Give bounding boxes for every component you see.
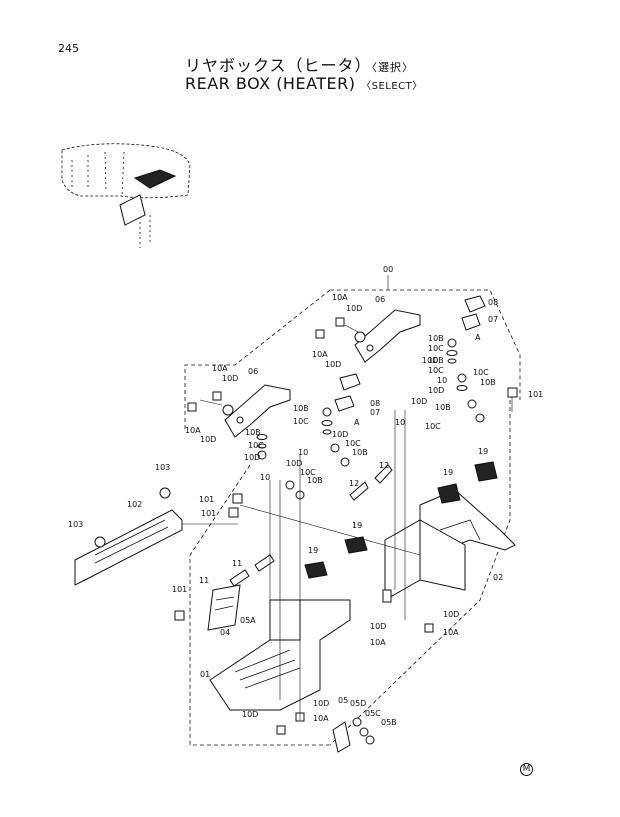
label-10C-5: 10C: [293, 417, 309, 426]
label-10B-6: 10B: [245, 428, 261, 437]
label-10A-4: 10A: [185, 426, 201, 435]
label-08-upper: 08: [488, 298, 498, 307]
fastener-stack-left: [256, 407, 350, 500]
connection-lines: [182, 410, 421, 720]
label-10B-4: 10B: [435, 403, 451, 412]
label-10C-3: 10C: [473, 368, 489, 377]
bracket-06-upper: [344, 309, 421, 363]
label-00: 00: [383, 265, 393, 274]
label-06-lower: 06: [248, 367, 258, 376]
label-12-a: 12: [379, 461, 389, 470]
label-10B-8: 10B: [307, 476, 323, 485]
label-101-d: 101: [172, 585, 187, 594]
title-en-text: REAR BOX (HEATER): [185, 74, 356, 93]
label-103-b: 103: [68, 520, 83, 529]
label-10D-5: 10D: [411, 397, 427, 406]
title-japanese: リヤボックス（ヒータ）〈選択〉: [185, 52, 414, 76]
label-A-lower: A: [354, 418, 360, 427]
hinge-05: [332, 717, 375, 753]
label-101-a: 101: [528, 390, 543, 399]
label-10D-6: 10D: [222, 374, 238, 383]
label-10D-14: 10D: [242, 710, 258, 719]
label-05D: 05D: [350, 699, 366, 708]
title-en-note: 〈SELECT〉: [361, 81, 423, 92]
label-10C-2: 10C: [428, 366, 444, 375]
bolt-101-group: [174, 387, 518, 621]
label-10B-5: 10B: [293, 404, 309, 413]
label-19-a: 19: [478, 447, 488, 456]
label-07-lower: 07: [370, 408, 380, 417]
clamp-08-lower: [334, 373, 361, 412]
title-jp-text: リヤボックス（ヒータ）: [185, 56, 372, 75]
title-jp-note: 〈選択〉: [371, 61, 415, 74]
panel-102: [74, 487, 183, 586]
label-10-d: 10: [260, 473, 270, 482]
label-10A-1: 10A: [332, 293, 348, 302]
label-103-a: 103: [155, 463, 170, 472]
label-07-upper: 07: [488, 315, 498, 324]
fastener-stack-right: [446, 338, 485, 423]
label-101-c: 101: [201, 509, 216, 518]
label-10C-4: 10C: [425, 422, 441, 431]
label-10A-7: 10A: [313, 714, 329, 723]
label-04: 04: [220, 628, 230, 637]
label-10D-7: 10D: [200, 435, 216, 444]
label-10A-3: 10A: [212, 364, 228, 373]
rear-box-02: [382, 489, 516, 603]
bracket-06-lower: [199, 384, 291, 438]
label-19-b: 19: [443, 468, 453, 477]
label-10C-8: 10C: [300, 468, 316, 477]
assembly-outline-00: [184, 275, 521, 746]
rear-box-01: [207, 584, 351, 711]
label-10-c: 10: [298, 448, 308, 457]
label-10B-1: 10B: [428, 334, 444, 343]
label-02: 02: [493, 573, 503, 582]
label-10B-3: 10B: [480, 378, 496, 387]
label-10D-12: 10D: [370, 622, 386, 631]
label-102: 102: [127, 500, 142, 509]
wire-clips: [229, 464, 393, 587]
label-101-b: 101: [199, 495, 214, 504]
label-10D-4: 10D: [428, 386, 444, 395]
label-10B-2: 10B: [428, 356, 444, 365]
label-11-a: 11: [232, 559, 242, 568]
clamp-08-upper: [461, 295, 486, 331]
label-10D-13: 10D: [313, 699, 329, 708]
label-05: 05: [338, 696, 348, 705]
label-10D-10: 10D: [286, 459, 302, 468]
machine-location-sketch: [61, 143, 191, 248]
label-05A: 05A: [240, 616, 256, 625]
label-A-upper: A: [475, 333, 481, 342]
label-10A-5: 10A: [443, 628, 459, 637]
label-10B-7: 10B: [352, 448, 368, 457]
label-10D-8: 10D: [244, 453, 260, 462]
label-11-b: 11: [199, 576, 209, 585]
label-12-b: 12: [349, 479, 359, 488]
label-19-d: 19: [308, 546, 318, 555]
page-number: 245: [58, 42, 79, 55]
label-10D-1: 10D: [346, 304, 362, 313]
label-10-a: 10: [437, 376, 447, 385]
label-10A-6: 10A: [370, 638, 386, 647]
label-10A-2: 10A: [312, 350, 328, 359]
circled-m-mark: M: [520, 763, 533, 776]
label-05B: 05B: [381, 718, 397, 727]
label-10C-1: 10C: [428, 344, 444, 353]
title-english: REAR BOX (HEATER) 〈SELECT〉: [185, 74, 423, 93]
label-10D-2: 10D: [325, 360, 341, 369]
label-10D-3: 10D: [422, 356, 438, 365]
label-10-b: 10: [395, 418, 405, 427]
label-10C-6: 10C: [248, 441, 264, 450]
label-01: 01: [200, 670, 210, 679]
label-10D-11: 10D: [443, 610, 459, 619]
label-10C-7: 10C: [345, 439, 361, 448]
label-05C: 05C: [365, 709, 381, 718]
label-08-lower: 08: [370, 399, 380, 408]
pad-19-group: [304, 461, 498, 579]
label-06-upper: 06: [375, 295, 385, 304]
label-19-c: 19: [352, 521, 362, 530]
label-10D-9: 10D: [332, 430, 348, 439]
